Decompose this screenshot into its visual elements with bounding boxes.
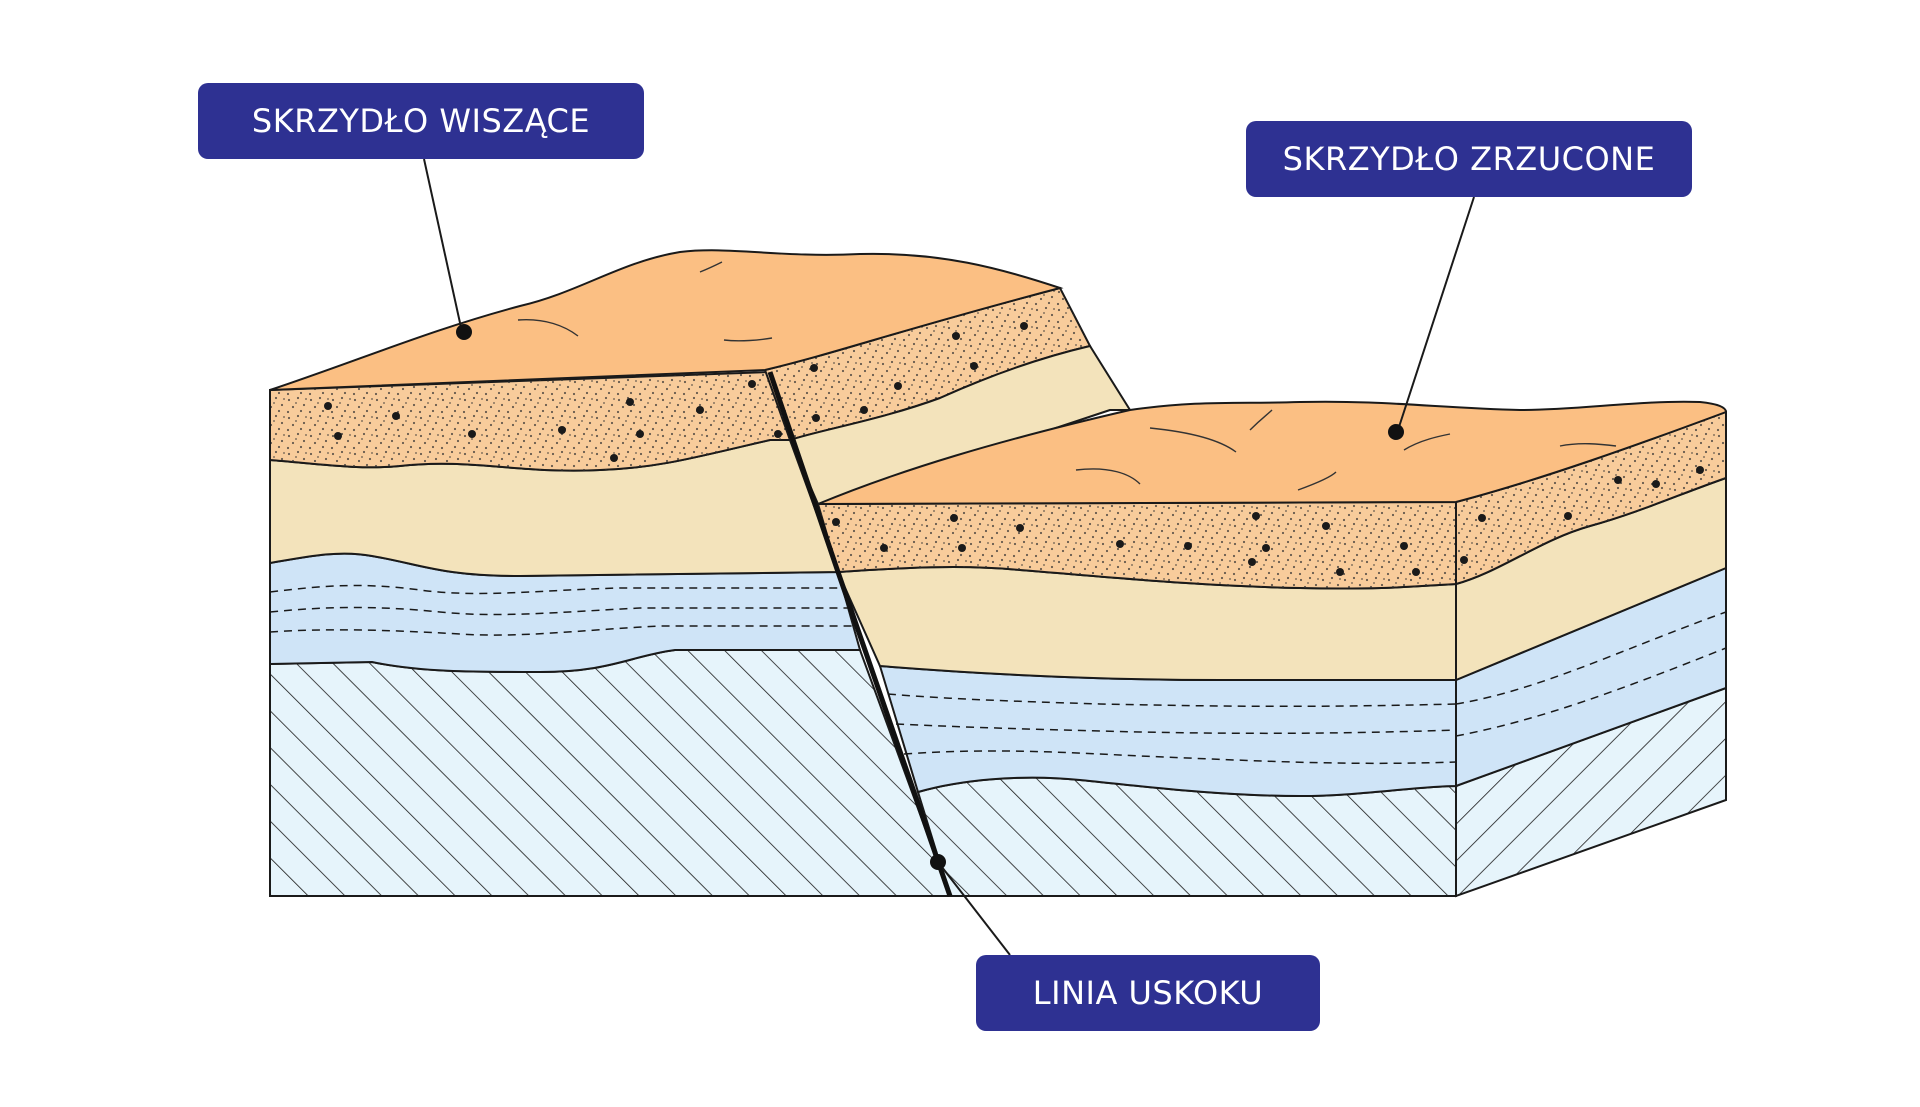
- downthrown-top-soil: [817, 400, 1728, 505]
- hanging-wall-label: SKRZYDŁO WISZĄCE: [198, 83, 644, 159]
- fault-line: [767, 371, 953, 897]
- hanging-pebbles: [324, 322, 1028, 462]
- downthrown-wall-marker: [1388, 424, 1404, 440]
- downthrown-wall-block: [816, 400, 1728, 898]
- fault-line-label: LINIA USKOKU: [976, 955, 1320, 1031]
- hanging-top-soil: [269, 249, 1064, 391]
- downthrown-water-front: [878, 664, 1457, 798]
- fault-line-marker: [930, 854, 946, 870]
- hanging-wall-block: [269, 249, 1132, 897]
- downthrown-wall-label: SKRZYDŁO ZRZUCONE: [1246, 121, 1692, 197]
- leader-lines: [423, 158, 1475, 956]
- hanging-wall-marker: [456, 324, 472, 340]
- downthrown-pebbles: [832, 466, 1704, 576]
